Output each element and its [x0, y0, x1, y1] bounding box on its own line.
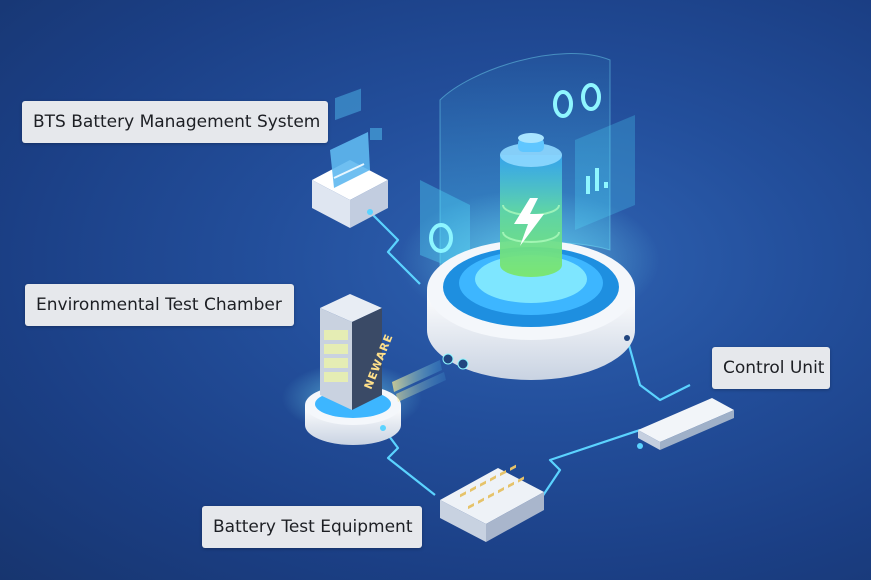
pod-port-left [442, 353, 454, 365]
battery-test-equipment [440, 464, 544, 542]
environmental-test-chamber: NEWARE [282, 294, 446, 445]
line-chamber-to-equipment [382, 427, 436, 496]
bts-battery-management-system-label: BTS Battery Management System [22, 101, 328, 143]
battery-lightning-icon [500, 133, 562, 277]
line-equipment-to-control [539, 428, 641, 501]
battery-test-equipment-label: Battery Test Equipment [202, 506, 422, 548]
bar-chart-icon [586, 168, 608, 194]
control-unit-device [637, 398, 734, 450]
environmental-test-chamber-label: Environmental Test Chamber [25, 284, 294, 326]
bts-computer-device [312, 88, 388, 228]
circles-icon [553, 83, 601, 118]
chamber-window-panels [324, 330, 348, 382]
control-unit-label: Control Unit [712, 347, 830, 389]
central-battery-pod [400, 133, 660, 380]
line-pod-to-control [625, 337, 691, 402]
pod-port-right [457, 358, 469, 370]
equipment-channel-grid [460, 464, 524, 510]
